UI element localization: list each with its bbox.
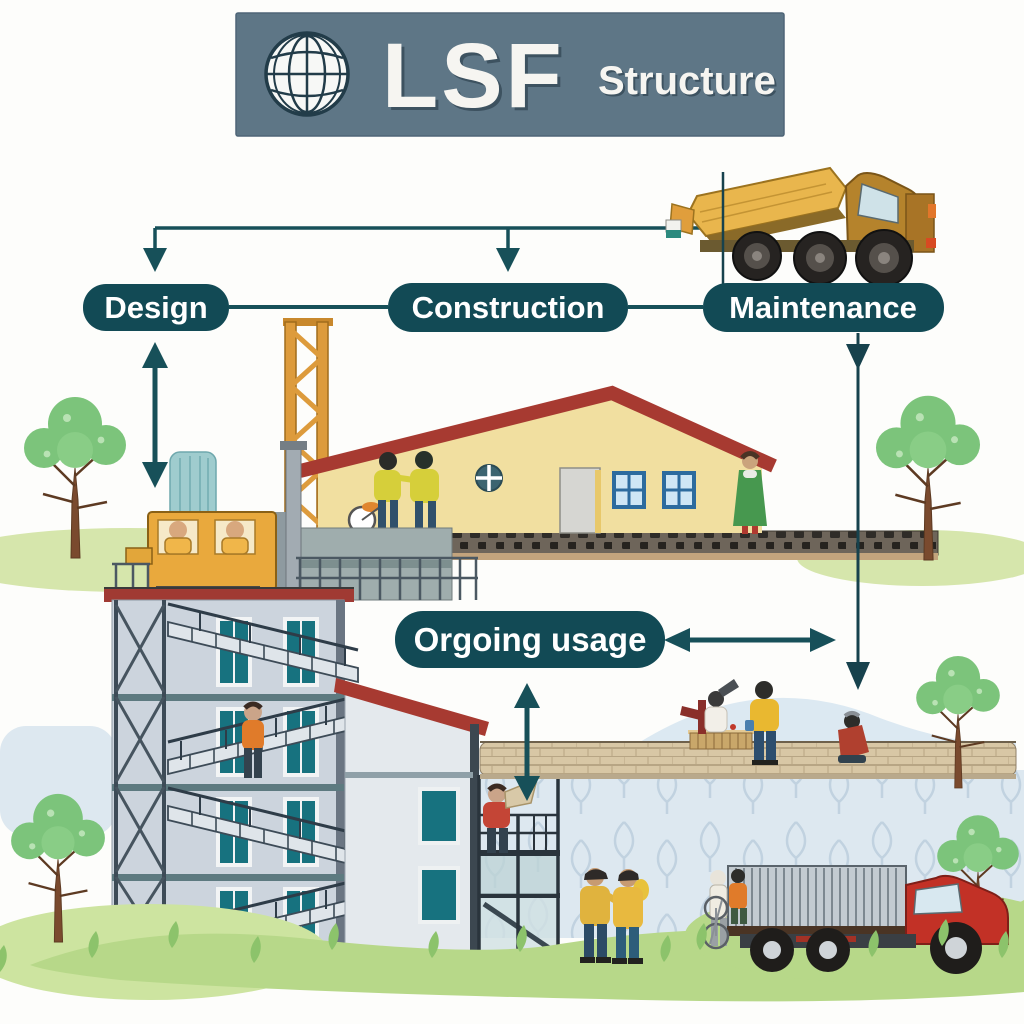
- usage-label: Orgoing usage: [414, 621, 647, 658]
- bench: [688, 730, 754, 750]
- dump-truck-illustration: [665, 166, 936, 287]
- house-window: [612, 471, 646, 509]
- stage-label-construction: Construction: [412, 290, 605, 325]
- stage-pill-design: [83, 284, 229, 331]
- usage-horizontal-double-arrow: [664, 628, 836, 652]
- construction-house-illustration: [298, 385, 777, 535]
- worker-on-ledge: [242, 701, 264, 778]
- balcony-scaffold: [477, 775, 560, 957]
- rail-cart: [125, 547, 153, 565]
- header-title-shadow: LSF: [385, 28, 568, 130]
- house-door: [559, 467, 601, 534]
- maintenance-down-arrow: [846, 333, 870, 690]
- header-subtitle-shadow: Structure: [600, 61, 778, 105]
- house-window: [662, 471, 696, 509]
- header-title: LSF: [382, 25, 565, 127]
- kneeling-person-red: [838, 711, 869, 763]
- rooftop-machinery: [112, 441, 478, 603]
- banner-background: [235, 12, 785, 137]
- header-subtitle: Structure: [598, 59, 776, 103]
- wing-roof: [334, 678, 489, 736]
- design-double-arrow: [142, 342, 168, 488]
- container-truck-illustration: [702, 865, 1009, 974]
- stage-pill-construction: [388, 283, 628, 332]
- globe-icon: [264, 31, 350, 117]
- seated-person: [680, 679, 739, 734]
- usage-pill: [395, 611, 665, 668]
- paved-walkway-scene: [479, 679, 1017, 779]
- apartment-building-illustration: [104, 441, 560, 960]
- pedestrians-with-bicycle: [347, 451, 439, 535]
- loading-workers: [709, 869, 747, 946]
- building-wing: [334, 678, 489, 958]
- stair-flight: [167, 602, 359, 684]
- flow-top-connectors: [143, 226, 723, 272]
- roof-railing: [112, 556, 478, 600]
- building-cornice: [104, 589, 354, 602]
- stage-label-design: Design: [104, 290, 207, 325]
- arrow-down-icon: [496, 248, 520, 272]
- flowchart-layer: Design Construction Maintenance Orgoing …: [83, 283, 944, 801]
- dump-truck-wheels: [732, 229, 913, 287]
- arrow-down-icon: [143, 248, 167, 272]
- header-banner: LSF LSF Structure Structure: [235, 12, 785, 137]
- usage-vertical-double-arrow: [514, 683, 540, 801]
- standing-person-yellow: [745, 681, 779, 765]
- resident-green-dress: [733, 451, 767, 534]
- stage-pill-maintenance: [703, 283, 944, 332]
- stage-label-maintenance: Maintenance: [729, 290, 917, 325]
- chatting-workers: [580, 868, 649, 964]
